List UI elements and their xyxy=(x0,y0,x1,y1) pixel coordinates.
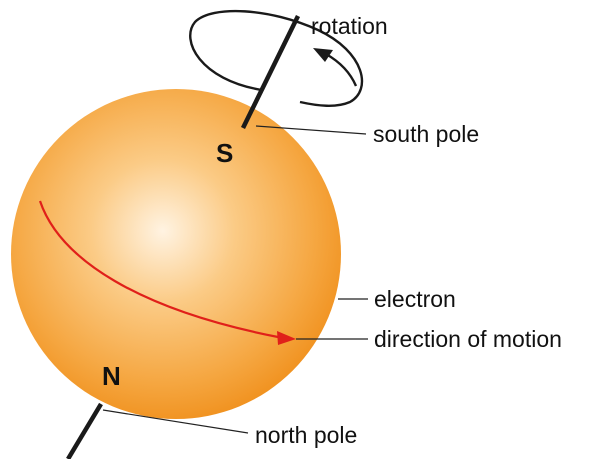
electron-label: electron xyxy=(374,286,456,312)
spin-axis-lower xyxy=(68,404,101,459)
north-pole-letter: N xyxy=(102,361,121,391)
rotation-label: rotation xyxy=(311,13,388,39)
south-pole-label: south pole xyxy=(373,121,479,147)
spin-axis-upper xyxy=(243,16,298,128)
direction-of-motion-label: direction of motion xyxy=(374,326,562,352)
electron-sphere xyxy=(11,89,341,419)
north-pole-label: north pole xyxy=(255,422,357,448)
south-pole-letter: S xyxy=(216,138,233,168)
